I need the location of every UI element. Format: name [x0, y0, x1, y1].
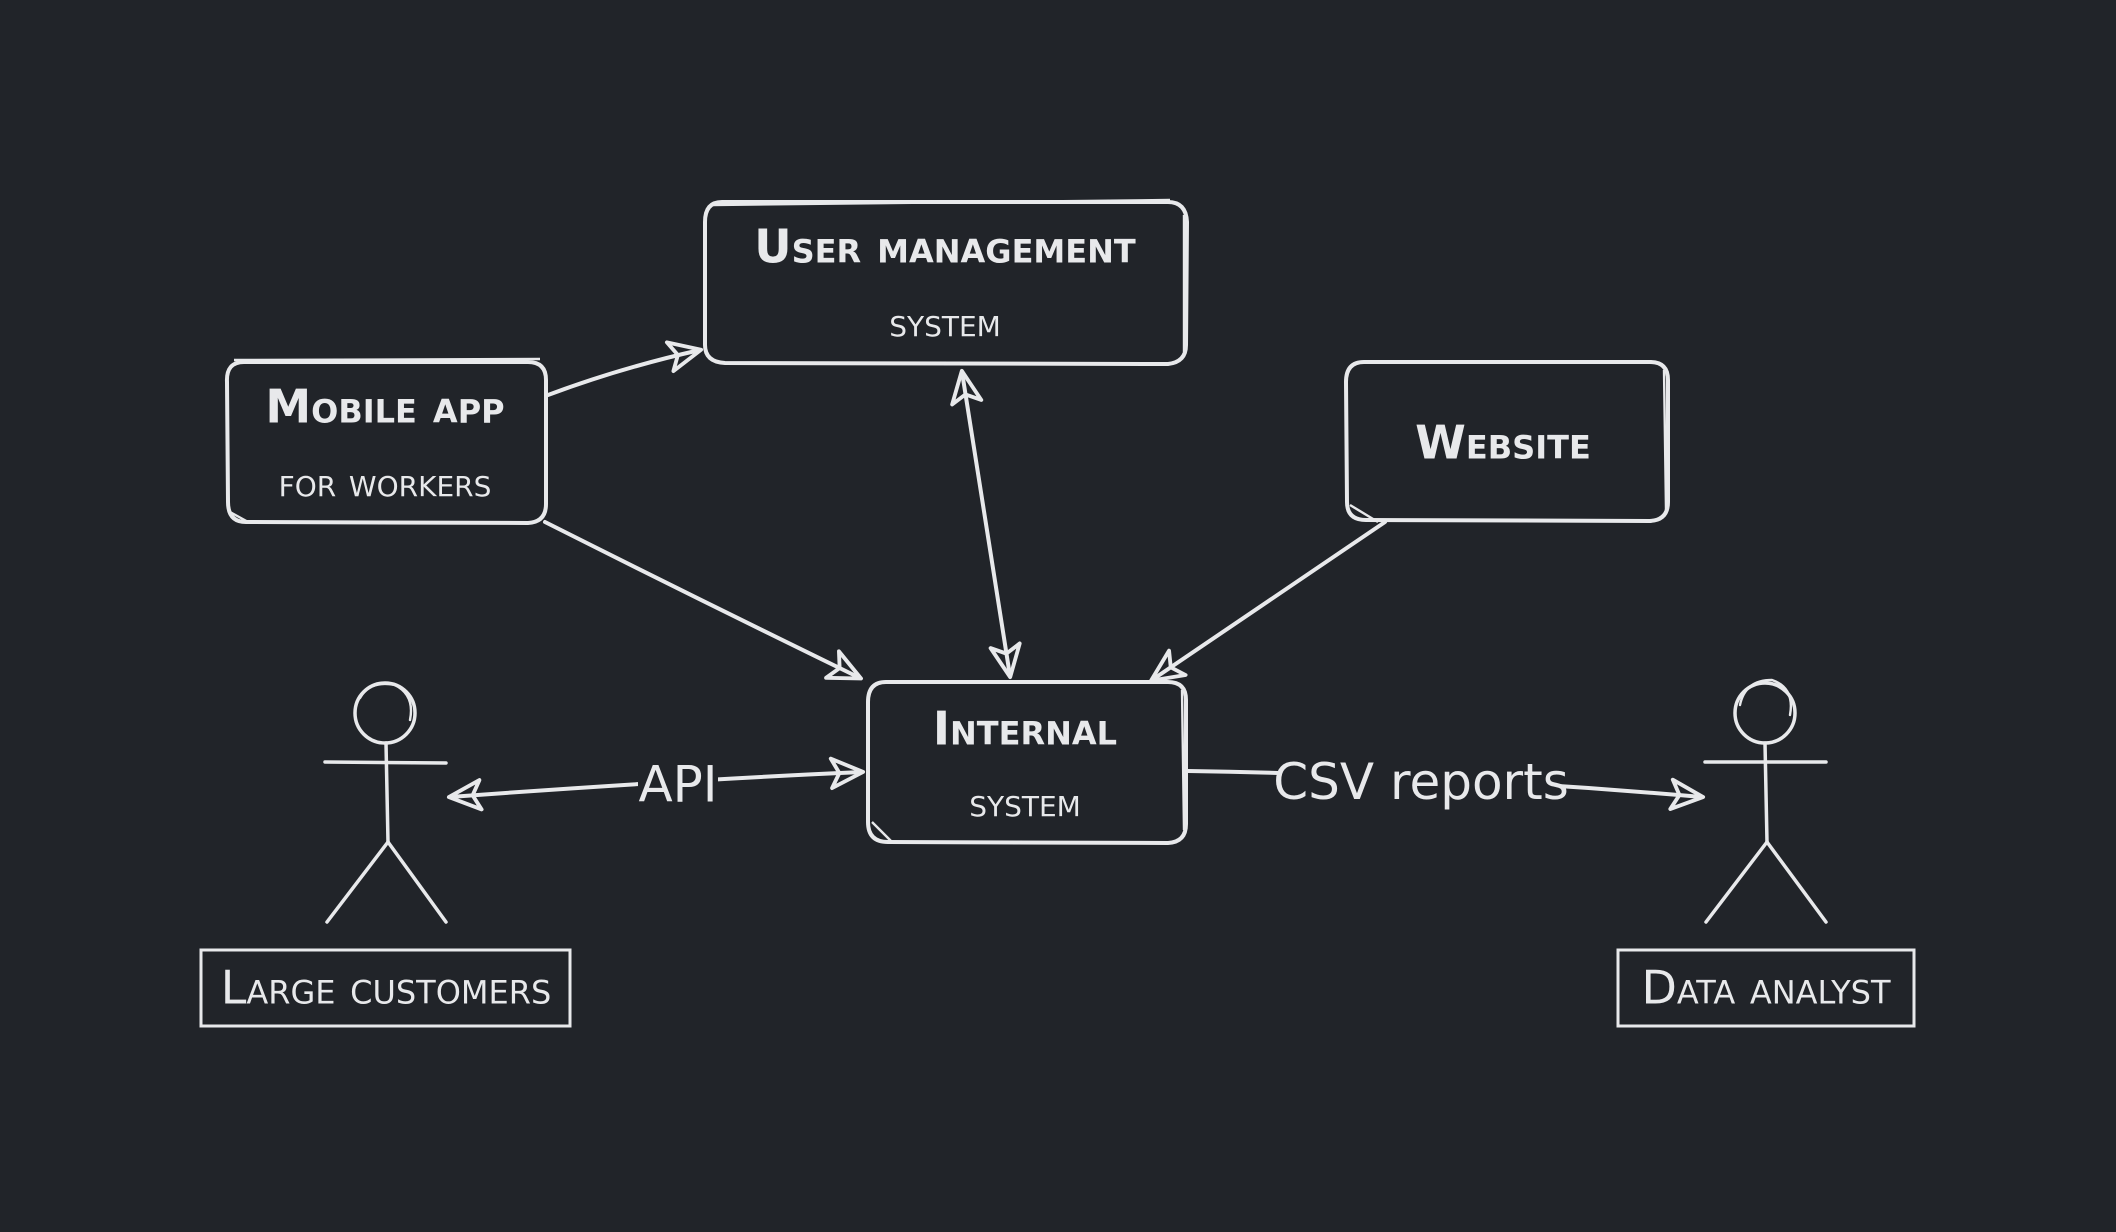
large-customers-label: Large customers: [221, 961, 552, 1015]
edge-mobile-to-user-management: [546, 340, 704, 397]
large-customers-label-box: [199, 948, 572, 1028]
stick-figure-icon: [323, 681, 448, 924]
website-label: Website: [1415, 416, 1591, 470]
api-label: API: [638, 756, 717, 814]
node-mobile-app[interactable]: Mobile app for workers: [224, 357, 548, 525]
node-website[interactable]: Website: [1344, 360, 1670, 524]
api-label-bg: [638, 755, 718, 815]
node-internal-system[interactable]: Internal system: [866, 680, 1188, 845]
mobile-app-line2: for workers: [279, 460, 492, 506]
user-management-line2: system: [889, 300, 1001, 346]
edge-website-to-internal: [1149, 520, 1387, 683]
csv-reports-label: CSV reports: [1273, 753, 1569, 811]
internal-system-line2: system: [969, 780, 1081, 826]
data-analyst-label: Data analyst: [1641, 961, 1891, 1015]
node-user-management[interactable]: User management system: [703, 198, 1189, 366]
stick-figure-icon: [1703, 678, 1828, 924]
internal-system-line1: Internal: [933, 702, 1117, 756]
actor-large-customers[interactable]: Large customers: [199, 681, 572, 1028]
edge-mobile-to-internal: [543, 520, 863, 681]
user-management-line1: User management: [754, 220, 1136, 274]
csv-label-bg: [1282, 755, 1560, 815]
actor-data-analyst[interactable]: Data analyst: [1616, 678, 1916, 1028]
data-analyst-label-box: [1616, 948, 1916, 1028]
mobile-app-line1: Mobile app: [265, 380, 504, 434]
edge-user-management-internal: [950, 368, 1022, 680]
